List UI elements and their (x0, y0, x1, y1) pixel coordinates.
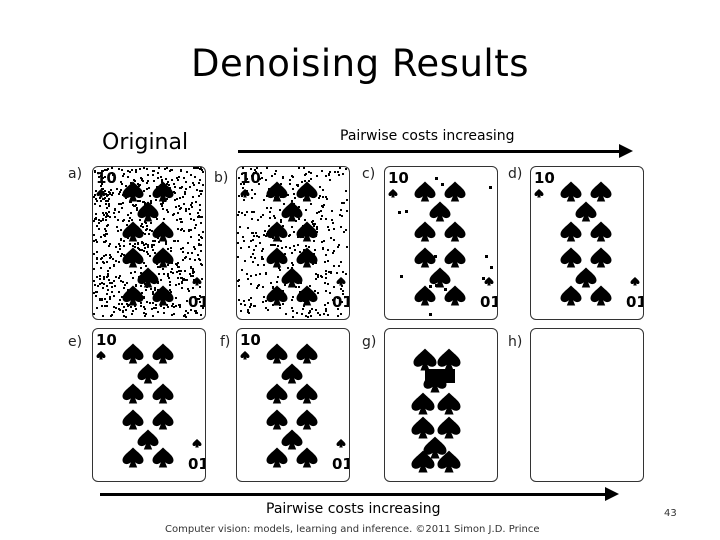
card-panel-d: 10 01 (530, 166, 644, 320)
original-label: Original (102, 130, 189, 155)
top-arrow (238, 144, 633, 158)
svg-text:10: 10 (388, 169, 409, 187)
svg-text:01: 01 (480, 293, 497, 311)
page-number: 43 (664, 508, 677, 519)
slide-title: Denoising Results (191, 42, 529, 85)
card-image-d: 10 01 (534, 169, 643, 311)
bottom-arrow-caption: Pairwise costs increasing (266, 501, 441, 517)
svg-text:10: 10 (240, 331, 261, 349)
svg-text:01: 01 (188, 293, 205, 311)
svg-text:01: 01 (332, 455, 349, 473)
svg-text:01: 01 (626, 293, 643, 311)
card-image-b: 1001 (237, 167, 349, 318)
card-panel-f: 10 01 (236, 328, 350, 482)
card-image-a: 1001 (93, 167, 205, 318)
svg-text:01: 01 (332, 293, 349, 311)
card-image-h (531, 329, 643, 481)
card-image-g (411, 348, 461, 473)
panel-letter-c: c) (362, 166, 376, 182)
card-panel-g (384, 328, 498, 482)
card-panel-a: 1001 (92, 166, 206, 320)
panel-letter-h: h) (508, 334, 523, 350)
card-panel-h (530, 328, 644, 482)
panel-letter-a: a) (68, 166, 83, 182)
svg-text:10: 10 (96, 331, 117, 349)
card-image-f: 10 01 (240, 331, 349, 473)
panel-letter-d: d) (508, 166, 523, 182)
panel-letter-e: e) (68, 334, 83, 350)
card-panel-b: 1001 (236, 166, 350, 320)
card-panel-e: 10 01 (92, 328, 206, 482)
top-arrow-caption: Pairwise costs increasing (340, 128, 515, 144)
panel-letter-b: b) (214, 170, 229, 186)
card-panel-c: 10 01 (384, 166, 498, 320)
footer-credit: Computer vision: models, learning and in… (165, 524, 540, 535)
card-image-c: 10 01 (388, 169, 497, 316)
card-image-e: 10 01 (96, 331, 205, 473)
panel-letter-f: f) (220, 334, 231, 350)
svg-text:10: 10 (534, 169, 555, 187)
svg-text:01: 01 (188, 455, 205, 473)
bottom-arrow (100, 487, 619, 501)
panel-letter-g: g) (362, 334, 377, 350)
